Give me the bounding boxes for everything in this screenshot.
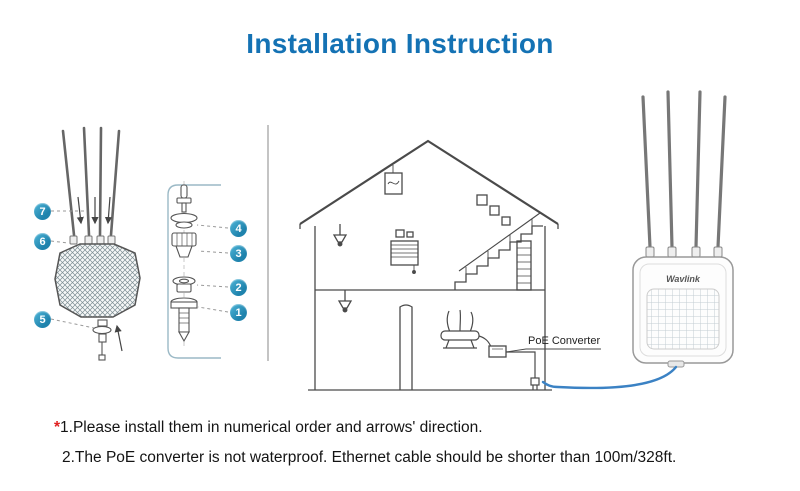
ladder — [516, 240, 532, 291]
note-asterisk: * — [54, 419, 61, 436]
ethernet-cable — [541, 365, 678, 390]
callout-badge-3: 3 — [230, 245, 247, 262]
power-cord — [506, 351, 536, 378]
power-plug — [530, 377, 540, 386]
part-seal-ring — [172, 276, 196, 293]
diagram-artwork: Wavlink — [50, 90, 734, 391]
outdoor-unit-exploded-view — [54, 126, 141, 361]
callout-badge-7: 7 — [34, 203, 51, 220]
indoor-router-and-poe-converter — [440, 309, 601, 390]
callout-badge-6: 6 — [34, 233, 51, 250]
antenna-mounts — [69, 235, 116, 245]
bracket — [167, 184, 221, 359]
doorway — [399, 304, 413, 390]
attic-picture-frame — [384, 165, 403, 195]
staircase — [454, 212, 543, 290]
callout-badge-1: 1 — [230, 304, 247, 321]
note-2: 2.The PoE converter is not waterproof. E… — [62, 449, 677, 467]
up-arrow-icon — [114, 324, 123, 352]
window-blinds — [390, 240, 419, 274]
part-gland-nut — [171, 232, 197, 258]
part-antenna-adapter — [170, 184, 198, 229]
bottom-gland — [92, 319, 112, 361]
callout-leader-lines — [50, 210, 229, 329]
part-body-screw — [170, 297, 198, 343]
indoor-router — [440, 330, 480, 341]
cable-gland-parts — [167, 181, 221, 359]
callout-badge-2: 2 — [230, 279, 247, 296]
down-arrow-icon — [76, 196, 113, 225]
notes: *1.Please install them in numerical orde… — [54, 413, 780, 473]
note-1-text: 1.Please install them in numerical order… — [60, 419, 483, 436]
antennas — [641, 90, 727, 249]
ceiling-lamp — [337, 290, 353, 313]
page-title: Installation Instruction — [246, 28, 554, 59]
ceiling-lamp — [332, 224, 348, 247]
poe-converter-box — [488, 345, 507, 358]
vent-grid — [646, 288, 720, 350]
callout-badge-4: 4 — [230, 220, 247, 237]
note-1: *1.Please install them in numerical orde… — [54, 413, 780, 443]
device-body — [54, 243, 141, 318]
house-illustration — [299, 139, 559, 391]
outdoor-unit-installed: Wavlink — [541, 90, 734, 390]
installation-diagram: Wavlink 7 6 5 4 3 2 1 PoE Converter — [0, 85, 800, 415]
callout-badge-5: 5 — [34, 311, 51, 328]
poe-converter-label: PoE Converter — [528, 335, 601, 347]
label-pointer-line — [505, 348, 601, 353]
brand-logo-text: Wavlink — [666, 274, 701, 284]
